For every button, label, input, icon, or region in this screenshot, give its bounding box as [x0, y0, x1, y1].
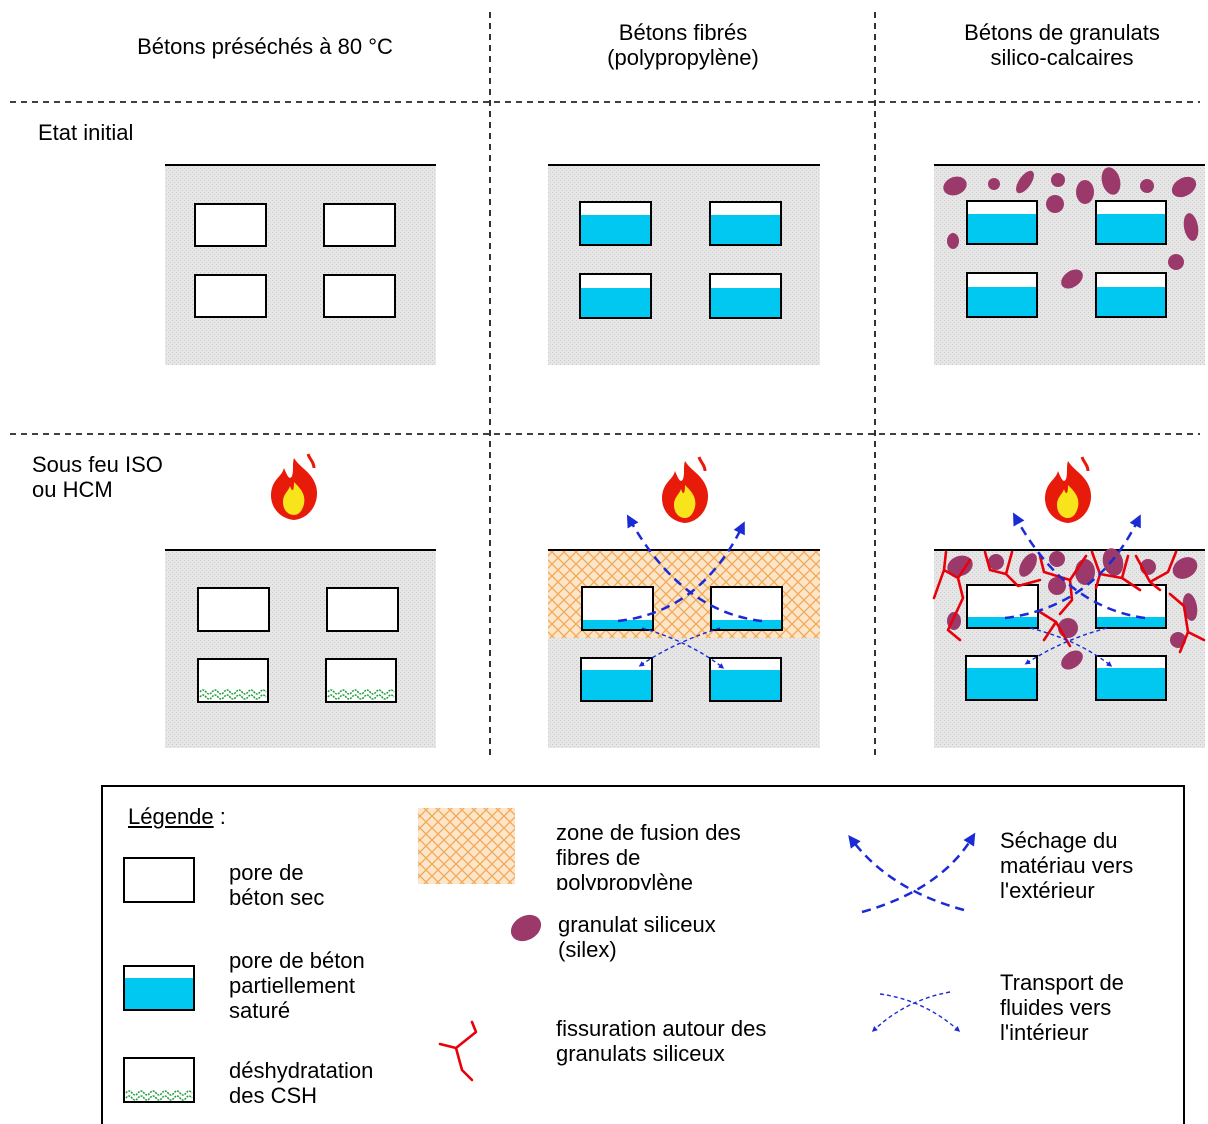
crack-icon	[438, 1020, 478, 1082]
row-label-initial: Etat initial	[38, 120, 134, 145]
legend-box	[101, 785, 1185, 1124]
dry-pore	[326, 587, 399, 632]
saturated-pore	[579, 273, 652, 319]
legend-label-drying: Séchage du matériau vers l'extérieur	[1000, 828, 1134, 903]
legend-label-transport: Transport de fluides vers l'intérieur	[1000, 970, 1124, 1045]
saturated-pore	[1095, 584, 1167, 629]
siliceous-aggregate-icon	[510, 914, 542, 942]
dry-pore	[194, 274, 267, 318]
drying-arrows	[617, 514, 763, 623]
legend-label-melt-zone: zone de fusion des fibres de polypropylè…	[556, 820, 741, 890]
melt-zone-icon	[418, 808, 515, 884]
panel-silico-fire	[932, 512, 1206, 748]
drying-arrows	[1004, 512, 1146, 620]
panel-fibre-fire	[548, 514, 820, 748]
cracks	[932, 550, 1206, 654]
panel-fibre-initial	[548, 164, 820, 365]
saturated-pore	[966, 584, 1039, 629]
flame-icon	[1044, 456, 1092, 523]
saturated-pore	[966, 272, 1038, 318]
dry-pore	[323, 203, 396, 247]
saturated-pore	[709, 657, 782, 702]
dry-pore	[323, 274, 396, 318]
legend-title: Légende :	[128, 804, 226, 829]
dehydrated-pore	[325, 658, 397, 703]
legend-label-aggregate: granulat siliceux (silex)	[558, 912, 716, 962]
column-title-fibre: Bétons fibrés (polypropylène)	[607, 20, 759, 70]
flame-icon	[661, 456, 709, 523]
legend-label-saturated-pore: pore de béton partiellement saturé	[229, 948, 365, 1023]
transport-arrows	[1024, 627, 1113, 667]
legend-label-crack: fissuration autour des granulats siliceu…	[556, 1016, 767, 1066]
legend-label-dry-pore: pore de béton sec	[229, 860, 325, 910]
aggregates	[947, 548, 1198, 670]
saturated-pore	[1095, 200, 1167, 245]
aggregates	[943, 167, 1199, 289]
panel-silico-initial	[934, 164, 1205, 365]
column-title-silico: Bétons de granulats silico-calcaires	[964, 20, 1160, 70]
saturated-pore	[709, 273, 782, 319]
transport-arrows	[638, 627, 725, 669]
saturated-pore	[1095, 272, 1167, 318]
legend-label-dehydration: déshydratation des CSH	[229, 1058, 374, 1108]
dehydrated-pore	[197, 658, 269, 703]
flame-icon	[270, 453, 318, 520]
dry-pore	[197, 587, 270, 632]
transport-arrows-icon	[871, 991, 961, 1032]
grid-dividers	[10, 12, 1200, 760]
saturated-pore	[579, 201, 652, 246]
column-title-dry: Bétons préséchés à 80 °C	[137, 34, 393, 59]
saturated-pore	[710, 586, 783, 631]
row-label-fire: Sous feu ISO ou HCM	[32, 452, 163, 502]
saturated-pore	[965, 655, 1038, 701]
saturated-pore	[580, 657, 653, 702]
saturated-pore	[966, 200, 1038, 245]
drying-arrows-icon	[848, 832, 976, 914]
dry-pore-icon	[123, 857, 195, 903]
saturated-pore	[581, 586, 654, 631]
dry-pore	[194, 203, 267, 247]
panel-dry-fire	[165, 549, 436, 748]
saturated-pore	[709, 201, 782, 246]
panel-dry-initial	[165, 164, 436, 365]
dehydration-pore-icon	[123, 1057, 195, 1103]
saturated-pore-icon	[123, 965, 195, 1011]
